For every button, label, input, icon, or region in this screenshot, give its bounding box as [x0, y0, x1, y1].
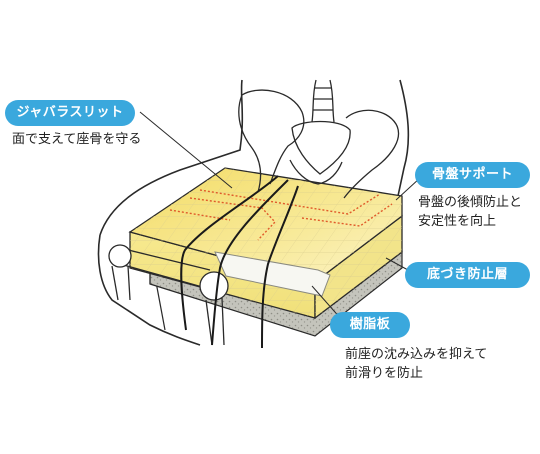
label-bottom-slip: 底づき防止層	[405, 262, 530, 288]
label-pelvis-desc-2: 安定性を向上	[418, 214, 497, 229]
label-resin-plate: 樹脂板	[330, 312, 410, 338]
resin-plate	[214, 251, 331, 297]
label-pelvis-desc-1: 骨盤の後傾防止と	[418, 195, 523, 210]
label-jabara-desc: 面で支えて座骨を守る	[12, 132, 142, 147]
label-resin-desc-1: 前座の沈み込みを抑えて	[345, 347, 488, 362]
label-jabara-slit: ジャバラスリット	[5, 100, 135, 126]
skeleton	[108, 79, 400, 346]
label-pelvis-support: 骨盤サポート	[415, 162, 530, 188]
ischium-lines	[180, 175, 299, 349]
label-resin-desc-2: 前滑りを防止	[345, 366, 424, 381]
